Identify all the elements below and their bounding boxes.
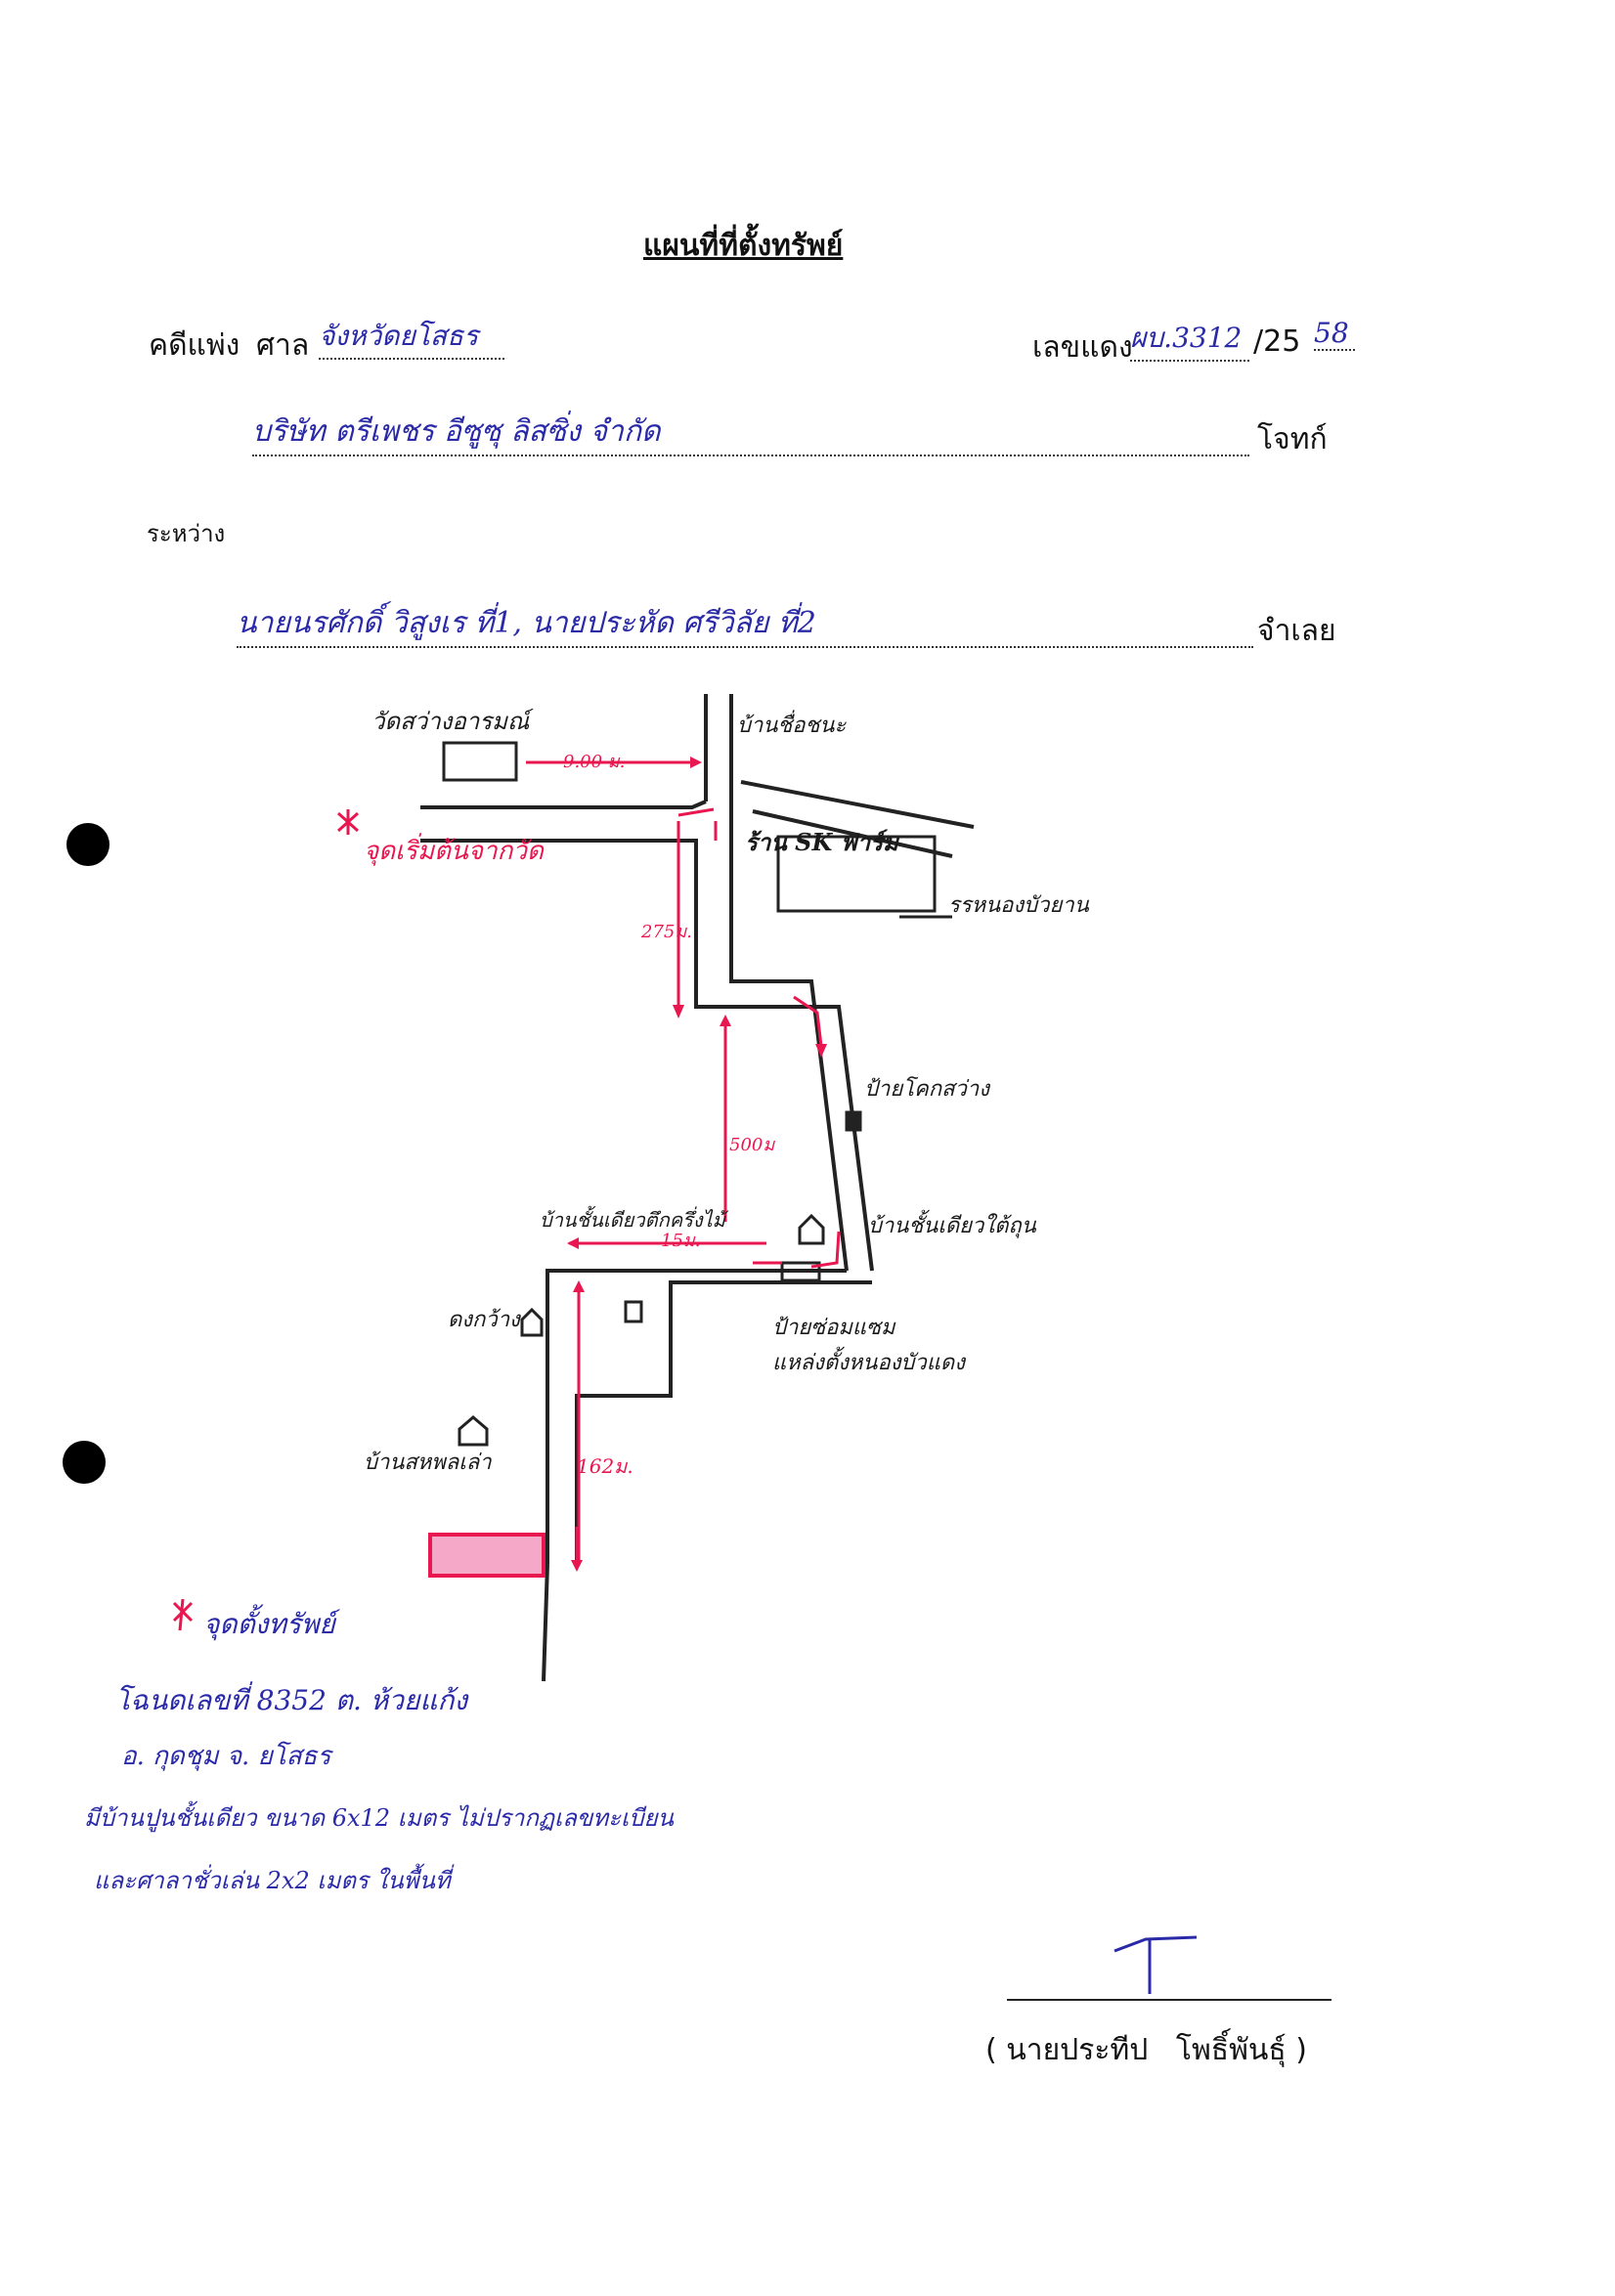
red-number-year: /25 bbox=[1253, 325, 1301, 359]
label-sign-repair: ป้ายซ่อมแซม bbox=[772, 1316, 895, 1340]
note-line-4: และศาลาชั่วเล่น 2x2 เมตร ในพื้นที่ bbox=[94, 1867, 451, 1894]
label-school: รรหนองบัวยาน bbox=[948, 893, 1089, 918]
label-house-right: บ้านชั้นเดียวใต้ถุน bbox=[868, 1214, 1036, 1238]
temple-building bbox=[442, 741, 518, 782]
label-shop-sk: ร้าน SK ฟาร์ม bbox=[745, 828, 898, 856]
red-number-year-hand: 58 bbox=[1314, 317, 1355, 351]
label-distance-15: 15ม. bbox=[661, 1231, 701, 1251]
label-dog-house: ดงกว้าง bbox=[448, 1308, 520, 1332]
label-distance-500: 500ม bbox=[729, 1135, 775, 1155]
binding-hole-top bbox=[66, 823, 109, 866]
between-label: ระหว่าง bbox=[147, 520, 226, 547]
court-value: จังหวัดยโสธร bbox=[319, 315, 504, 360]
legend-marker bbox=[172, 1598, 194, 1631]
label-house-two-storey: บ้านชั้นเดียวตึกครึ่งไม้ bbox=[540, 1208, 725, 1232]
property-plot bbox=[428, 1533, 546, 1578]
case-label: คดีแพ่ง bbox=[149, 328, 240, 363]
kokswang-sign-icon bbox=[845, 1110, 862, 1132]
house-icon-middle bbox=[624, 1300, 643, 1323]
note-line-3: มีบ้านปูนชั้นเดียว ขนาด 6x12 เมตร ไม่ปรา… bbox=[84, 1804, 674, 1832]
label-house-top-right: บ้านชื่อชนะ bbox=[737, 714, 847, 738]
plaintiff-label: โจทก์ bbox=[1257, 422, 1328, 456]
house-icon-right bbox=[798, 1213, 825, 1245]
court-label: ศาล bbox=[256, 328, 310, 363]
label-start-point: จุดเริ่มต้นจากวัด bbox=[364, 837, 544, 866]
defendant-label: จำเลย bbox=[1257, 614, 1336, 648]
plaintiff-value: บริษัท ตรีเพชร อีซูซุ ลิสซิ่ง จำกัด bbox=[252, 409, 1249, 456]
label-sign-repair-2: แหล่งตั้งหนองบัวแดง bbox=[772, 1351, 965, 1375]
start-marker bbox=[336, 809, 360, 835]
defendant-value: นายนรศักดิ์ วิสูงเร ที่1, นายประหัด ศรีว… bbox=[237, 600, 1253, 648]
route-arrows bbox=[526, 760, 952, 1568]
red-number-label: เลขแดง bbox=[1032, 330, 1133, 365]
note-line-2: อ. กุดชุม จ. ยโสธร bbox=[121, 1742, 331, 1771]
road-lines bbox=[420, 694, 975, 1682]
house-icon-bottom bbox=[458, 1415, 489, 1447]
binding-hole-bottom bbox=[63, 1441, 106, 1484]
note-line-1: โฉนดเลขที่ 8352 ต. ห้วยแก้ง bbox=[115, 1684, 468, 1716]
sk-shop-building bbox=[776, 835, 937, 913]
house-icon-dog bbox=[520, 1307, 544, 1337]
label-temple: วัดสว่างอารมณ์ bbox=[371, 708, 530, 735]
legend-text: จุดตั้งทรัพย์ bbox=[203, 1608, 335, 1640]
label-sign-kokswang: ป้ายโคกสว่าง bbox=[864, 1077, 989, 1102]
page-title: แผนที่ที่ตั้งทรัพย์ bbox=[643, 229, 844, 263]
red-number-value: ผบ.3312 bbox=[1130, 317, 1249, 362]
signature-mark bbox=[1113, 1935, 1198, 1994]
label-distance-162: 162ม. bbox=[577, 1454, 633, 1478]
signature-name: ( นายประทีป โพธิ์พันธุ์ ) bbox=[985, 2033, 1307, 2067]
repair-sign-icon bbox=[780, 1261, 821, 1282]
label-house-bottom: บ้านสหพลเล่า bbox=[364, 1451, 492, 1475]
label-distance-top: 9.00 ม. bbox=[563, 752, 626, 772]
label-distance-275: 275ม. bbox=[641, 922, 692, 942]
